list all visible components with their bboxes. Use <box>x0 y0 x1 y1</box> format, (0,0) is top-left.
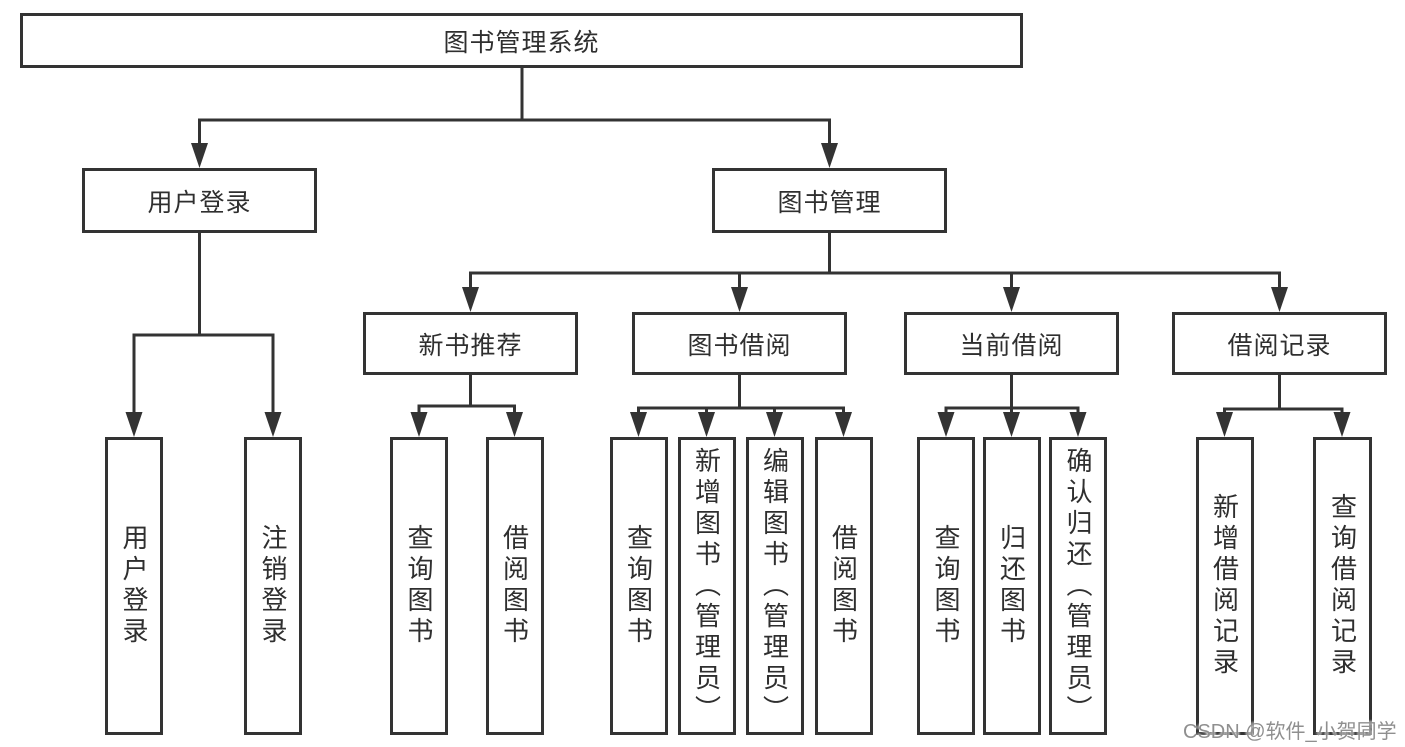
leaf-return-books: 归还图书 <box>982 437 1041 735</box>
node-label: 归还图书 <box>996 524 1027 648</box>
node-label: 图书管理系统 <box>443 28 600 57</box>
leaf-logout: 注销登录 <box>244 437 302 735</box>
leaf-query-books-current: 查询图书 <box>917 437 975 735</box>
node-label: 新增图书（管理员） <box>691 446 722 726</box>
leaf-add-books-admin: 新增图书（管理员） <box>677 437 736 735</box>
leaf-query-books-borrow: 查询图书 <box>609 437 668 735</box>
node-label: 新书推荐 <box>418 331 523 360</box>
node-user-login: 用户登录 <box>82 168 317 233</box>
node-label: 用户登录 <box>147 188 252 217</box>
leaf-confirm-return-admin: 确认归还（管理员） <box>1049 437 1107 735</box>
node-label: 查询借阅记录 <box>1327 493 1358 679</box>
node-label: 查询图书 <box>404 524 434 648</box>
node-borrowing-records: 借阅记录 <box>1172 312 1387 375</box>
node-label: 借阅记录 <box>1227 331 1332 360</box>
leaf-add-borrow-record: 新增借阅记录 <box>1195 437 1254 735</box>
node-label: 借阅图书 <box>828 524 859 648</box>
node-label: 图书借阅 <box>687 331 792 360</box>
node-label: 用户登录 <box>119 524 149 648</box>
node-label: 确认归还（管理员） <box>1063 446 1093 726</box>
node-current-borrowing: 当前借阅 <box>904 312 1119 375</box>
leaf-borrow-books: 借阅图书 <box>814 437 873 735</box>
leaf-user-login: 用户登录 <box>105 437 163 735</box>
leaf-borrow-books-recommend: 借阅图书 <box>485 437 544 735</box>
node-label: 当前借阅 <box>959 331 1064 360</box>
leaf-query-borrow-record: 查询借阅记录 <box>1313 437 1372 735</box>
node-label: 查询图书 <box>623 524 654 648</box>
node-label: 图书管理 <box>777 188 882 217</box>
node-book-borrowing: 图书借阅 <box>632 312 847 375</box>
node-label: 注销登录 <box>258 524 288 648</box>
node-label: 编辑图书（管理员） <box>759 446 790 726</box>
csdn-watermark: CSDN @软件_小贺同学 <box>1183 721 1397 743</box>
leaf-query-books-recommend: 查询图书 <box>390 437 448 735</box>
node-new-book-recommendation: 新书推荐 <box>363 312 578 375</box>
node-book-management: 图书管理 <box>712 168 947 233</box>
node-label: 查询图书 <box>931 524 961 648</box>
node-library-management-system: 图书管理系统 <box>20 13 1023 68</box>
node-label: 借阅图书 <box>499 524 530 648</box>
node-label: 新增借阅记录 <box>1209 493 1240 679</box>
leaf-edit-books-admin: 编辑图书（管理员） <box>745 437 804 735</box>
